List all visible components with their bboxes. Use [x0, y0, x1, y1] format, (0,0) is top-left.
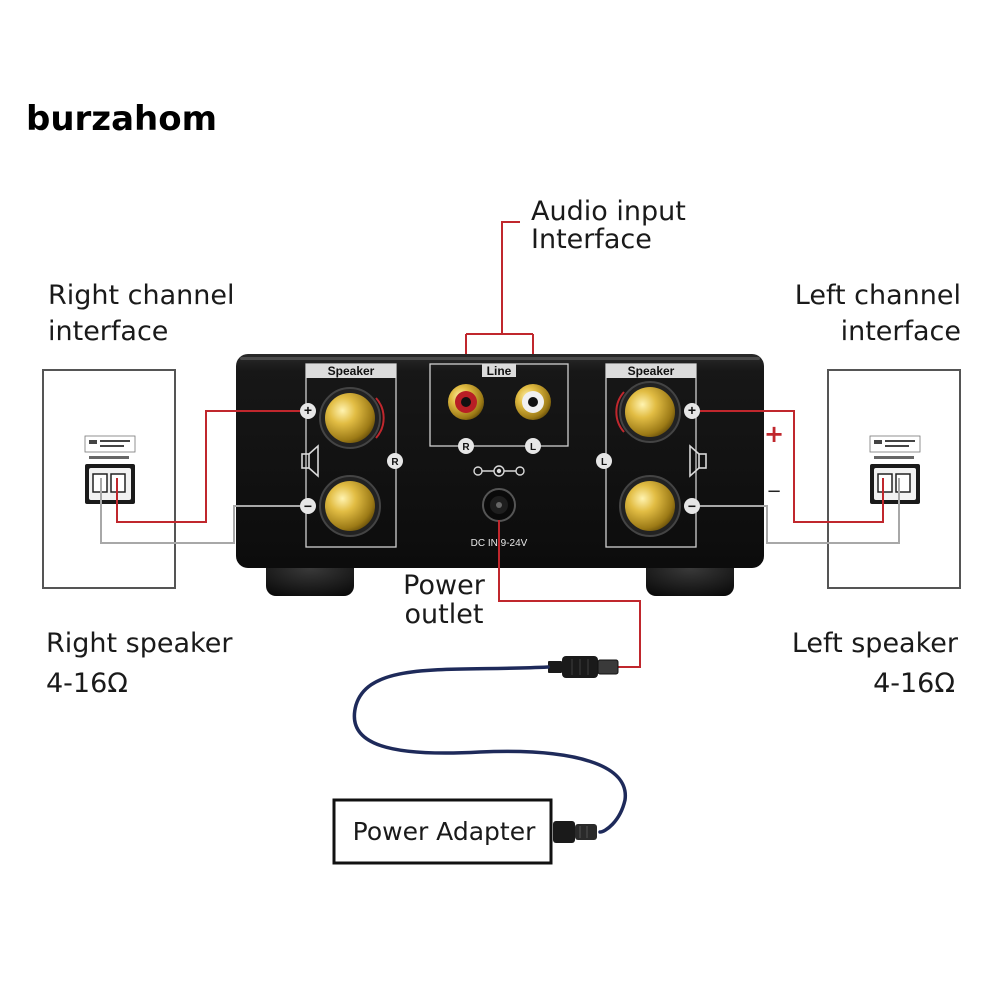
speaker-panel-title: Speaker: [328, 364, 375, 378]
right-speaker: [42, 369, 176, 589]
speaker-symbol-icon: [301, 444, 319, 478]
power-outlet-label-line2: outlet: [405, 599, 484, 630]
svg-text:+: +: [304, 402, 312, 418]
binding-post-r-negative: [319, 475, 381, 537]
left-speaker-label-line1: Left speaker: [792, 628, 959, 659]
terminal-plus-badge-left-channel: +: [684, 402, 700, 419]
right-speaker-label-line2: 4-16Ω: [46, 668, 128, 699]
audio-input-label-line2: Interface: [531, 224, 652, 255]
left-speaker-label-line2: 4-16Ω: [873, 668, 955, 699]
svg-text:−: −: [304, 498, 312, 514]
rca-l-badge: L: [525, 438, 541, 454]
svg-text:+: +: [688, 402, 696, 418]
power-cable: [352, 665, 627, 834]
speaker-panel-title-left: Speaker: [628, 364, 675, 378]
negative-wire-right: [100, 478, 300, 544]
binding-post-l-negative: [619, 475, 681, 537]
rca-jack-left: [515, 384, 551, 420]
terminal-minus-badge-left-channel: −: [684, 498, 700, 514]
rca-r-badge: R: [458, 438, 474, 454]
right-channel-label-line2: interface: [48, 316, 168, 347]
speaker-panel-right-channel: Speaker: [305, 363, 397, 548]
rca-jack-right: [448, 384, 484, 420]
power-adapter-label: Power Adapter: [353, 817, 536, 846]
negative-wire-left: [700, 478, 900, 544]
side-l-badge: L: [596, 453, 612, 469]
line-panel-title: Line: [487, 364, 512, 378]
terminal-plus-badge-right-channel: +: [300, 402, 316, 419]
dc-power-jack: [482, 488, 516, 522]
positive-wire-left: [700, 410, 884, 523]
positive-wire-right: [116, 410, 300, 523]
dc-barrel-plug: [548, 656, 619, 678]
power-outlet-label-line1: Power: [403, 570, 486, 601]
binding-post-r-positive: [319, 387, 385, 449]
terminal-minus-badge-right-channel: −: [300, 498, 316, 514]
power-outlet-callout: [498, 520, 641, 668]
speaker-symbol-icon: [689, 444, 707, 478]
svg-text:L: L: [601, 457, 607, 468]
power-adapter: Power Adapter: [332, 798, 553, 865]
svg-text:−: −: [688, 498, 696, 514]
binding-post-l-positive: [615, 381, 681, 443]
brand-logo: burzahom: [26, 99, 217, 139]
svg-text:L: L: [530, 442, 536, 453]
left-speaker: [827, 369, 961, 589]
amplifier: Speaker Line Speaker: [236, 354, 764, 568]
audio-input-label-line1: Audio input: [531, 196, 686, 227]
svg-text:R: R: [391, 457, 399, 468]
adapter-cable-plug: [553, 821, 597, 843]
side-r-badge: R: [387, 453, 403, 469]
minus-polarity-label: −: [766, 481, 781, 502]
right-speaker-label-line1: Right speaker: [46, 628, 233, 659]
left-channel-label-line2: interface: [841, 316, 961, 347]
dc-polarity-icon: [473, 465, 525, 477]
right-channel-label-line1: Right channel: [48, 280, 235, 311]
svg-text:R: R: [462, 442, 470, 453]
left-channel-label-line1: Left channel: [795, 280, 961, 311]
line-input-panel: Line: [429, 363, 569, 447]
plus-polarity-label: +: [764, 420, 784, 448]
